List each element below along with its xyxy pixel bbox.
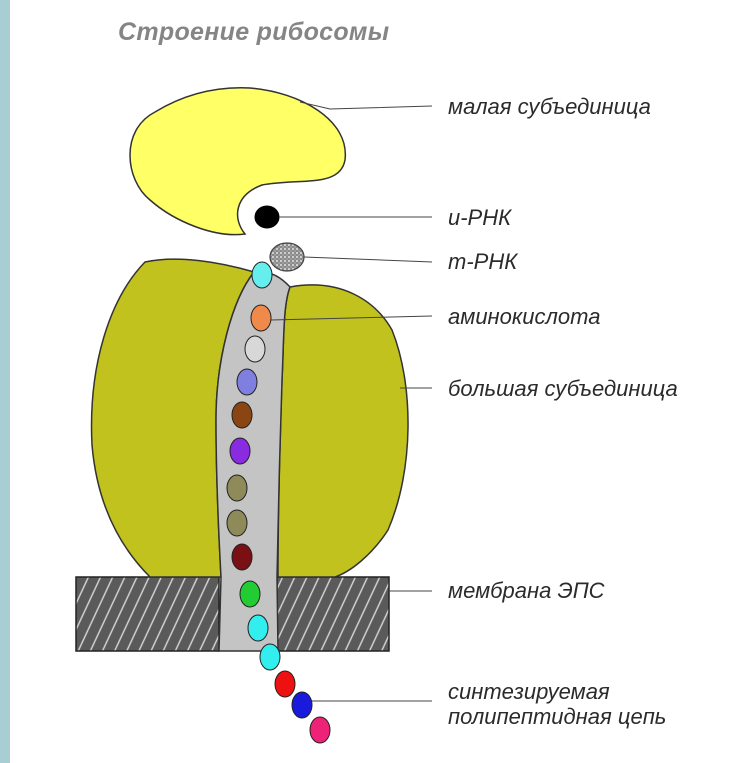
label-t-rna: т-РНК xyxy=(448,249,517,274)
label-peptide-line-1: синтезируемая xyxy=(448,679,610,704)
amino-acid-bead xyxy=(260,644,280,670)
large-subunit-right xyxy=(278,285,408,577)
amino-acid-bead xyxy=(252,262,272,288)
label-small-subunit: малая субъединица xyxy=(448,94,651,119)
membrane-right xyxy=(277,577,389,651)
label-large-subunit: большая субъединица xyxy=(448,376,678,401)
membrane-left xyxy=(76,577,219,651)
label-peptide-line-2: полипептидная цепь xyxy=(448,704,666,729)
amino-acid-bead xyxy=(237,369,257,395)
amino-acid-bead xyxy=(230,438,250,464)
amino-acid-bead xyxy=(240,581,260,607)
leader-small-subunit xyxy=(300,102,432,109)
small-subunit xyxy=(130,88,345,235)
label-membrane: мембрана ЭПС xyxy=(448,578,605,603)
amino-acid-bead xyxy=(227,475,247,501)
amino-acid-bead xyxy=(251,305,271,331)
amino-acid-bead xyxy=(245,336,265,362)
i-rna-molecule xyxy=(255,206,279,228)
leader-t-rna xyxy=(304,257,432,262)
amino-acid-bead xyxy=(232,544,252,570)
amino-acid-bead xyxy=(310,717,330,743)
t-rna-molecule xyxy=(270,243,304,271)
amino-acid-bead xyxy=(227,510,247,536)
amino-acid-bead xyxy=(232,402,252,428)
amino-acid-bead xyxy=(292,692,312,718)
amino-acid-bead xyxy=(248,615,268,641)
amino-acid-bead xyxy=(275,671,295,697)
label-amino-acid: аминокислота xyxy=(448,304,600,329)
label-i-rna: и-РНК xyxy=(448,205,511,230)
